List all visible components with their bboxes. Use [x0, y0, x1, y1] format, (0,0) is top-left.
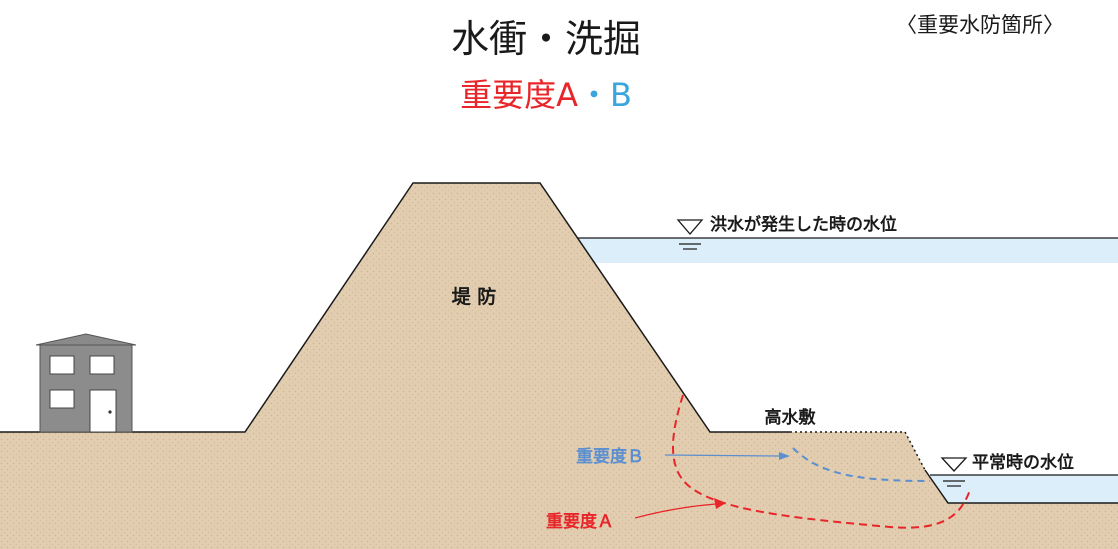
flood-water-level-label: 洪水が発生した時の水位 [710, 214, 897, 235]
flood-water-level-symbol [676, 219, 704, 250]
importance-subtitle: 重要度A・B [460, 76, 632, 114]
normal-water-level-label: 平常時の水位 [972, 452, 1074, 473]
flood-water [570, 238, 1118, 263]
normal-water [930, 475, 1118, 503]
ground-outline [0, 182, 790, 433]
importance-a-line [672, 394, 971, 529]
page-title: 水衝・洗掘 [451, 17, 641, 61]
subtitle-separator: ・ [578, 76, 610, 114]
normal-water-level-symbol [940, 457, 968, 487]
house [35, 333, 137, 433]
importance-a-label: 重要度Ａ [546, 511, 614, 532]
high-water-bed-label: 高水敷 [765, 407, 817, 428]
levee-ground [0, 183, 1118, 549]
category-label: 〈重要水防箇所〉 [896, 13, 1064, 37]
importance-a-arrow [634, 498, 726, 519]
levee-label: 堤 防 [452, 285, 497, 308]
high-water-bed-edge [790, 431, 926, 471]
importance-b-line [792, 447, 931, 482]
importance-b-label: 重要度Ｂ [576, 446, 644, 467]
riverbed-outline [924, 469, 1118, 504]
subtitle-a: A [556, 76, 578, 114]
subtitle-prefix: 重要度 [460, 76, 556, 114]
importance-b-arrow [664, 452, 790, 460]
subtitle-b: B [610, 76, 632, 114]
